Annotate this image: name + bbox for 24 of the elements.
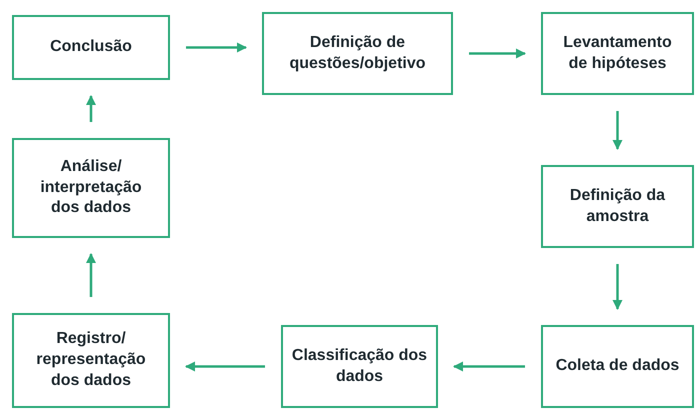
arrow: [86, 95, 96, 122]
process-box: [281, 325, 438, 408]
process-box: [541, 12, 694, 95]
process-box: [12, 15, 170, 80]
process-box: [541, 325, 694, 408]
arrow: [186, 42, 247, 52]
box-label: Levantamento de hipóteses: [562, 32, 673, 74]
box-label: Coleta de dados: [554, 356, 680, 376]
box-label: Definição de questões/objetivo: [288, 32, 427, 74]
process-box: [12, 313, 170, 408]
arrow: [612, 111, 622, 150]
box-label: Definição da amostra: [568, 186, 666, 226]
box-label: Classificação dos dados: [290, 346, 428, 386]
box-label: Conclusão: [49, 37, 133, 58]
arrow: [185, 362, 265, 372]
box-label: Análise/ interpretação dos dados: [39, 156, 143, 218]
arrow: [86, 253, 96, 297]
arrow: [612, 264, 622, 310]
process-box: [541, 165, 694, 248]
arrow: [469, 48, 526, 58]
process-box: [262, 12, 453, 95]
arrow: [453, 362, 525, 372]
box-label: Registro/ representação dos dados: [35, 329, 147, 391]
process-box: [12, 138, 170, 238]
